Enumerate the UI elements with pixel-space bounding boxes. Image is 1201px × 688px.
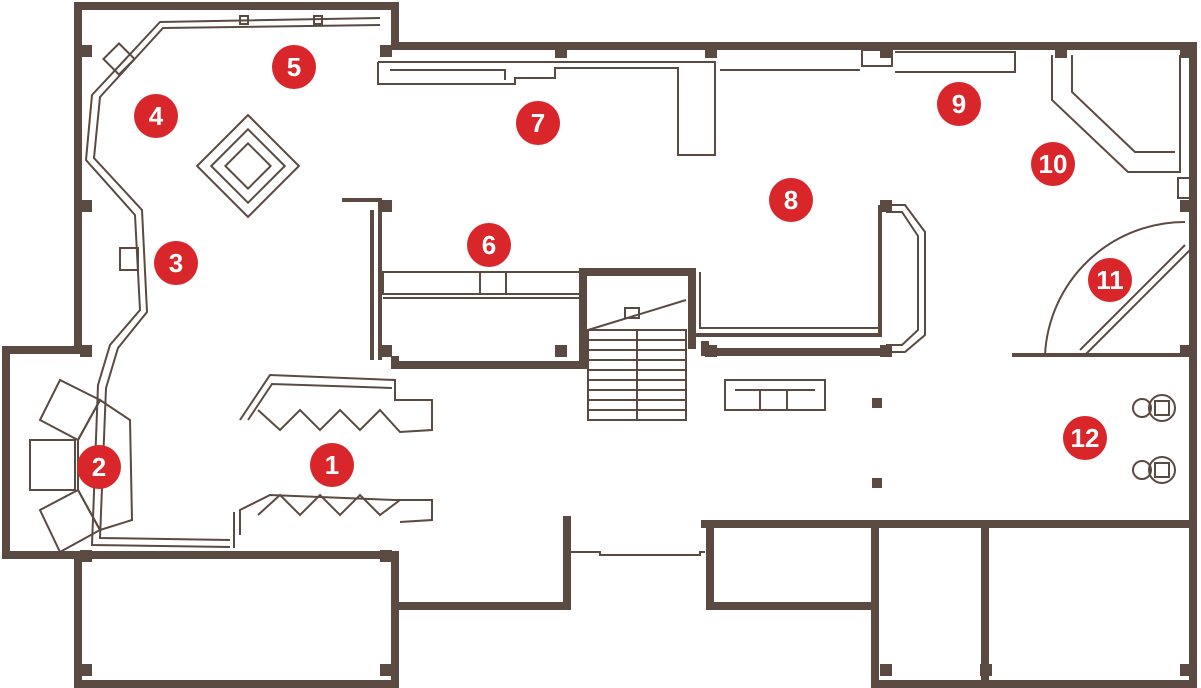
curved-wall bbox=[1012, 220, 1191, 357]
marker-11[interactable]: 11 bbox=[1088, 258, 1132, 302]
marker-5-label: 5 bbox=[287, 52, 301, 82]
marker-4-label: 4 bbox=[149, 101, 164, 131]
marker-1[interactable]: 1 bbox=[310, 443, 354, 487]
marker-10-label: 10 bbox=[1039, 149, 1068, 179]
marker-10[interactable]: 10 bbox=[1031, 142, 1075, 186]
marker-7-label: 7 bbox=[531, 108, 545, 138]
marker-5[interactable]: 5 bbox=[272, 45, 316, 89]
marker-12[interactable]: 12 bbox=[1063, 416, 1107, 460]
corner-counter bbox=[1051, 55, 1193, 199]
staircase bbox=[579, 268, 696, 421]
marker-3[interactable]: 3 bbox=[154, 241, 198, 285]
marker-12-label: 12 bbox=[1071, 423, 1100, 453]
chairs bbox=[1132, 394, 1176, 484]
marker-9-label: 9 bbox=[952, 89, 966, 119]
columns bbox=[80, 45, 1192, 676]
counter bbox=[377, 49, 1016, 156]
marker-1-label: 1 bbox=[325, 450, 339, 480]
marker-2[interactable]: 2 bbox=[77, 445, 121, 489]
marker-8[interactable]: 8 bbox=[769, 178, 813, 222]
zigzag-seating bbox=[233, 373, 433, 548]
bay-seating bbox=[29, 378, 134, 554]
marker-2-label: 2 bbox=[92, 452, 106, 482]
center-rooms bbox=[567, 204, 926, 556]
partition-walls bbox=[342, 198, 587, 369]
marker-11-label: 11 bbox=[1096, 265, 1124, 295]
marker-3-label: 3 bbox=[169, 248, 183, 278]
marker-7[interactable]: 7 bbox=[516, 101, 560, 145]
marker-8-label: 8 bbox=[784, 185, 798, 215]
square-table bbox=[195, 113, 301, 219]
marker-6[interactable]: 6 bbox=[467, 223, 511, 267]
marker-9[interactable]: 9 bbox=[937, 82, 981, 126]
marker-6-label: 6 bbox=[482, 230, 496, 260]
marker-4[interactable]: 4 bbox=[134, 94, 178, 138]
